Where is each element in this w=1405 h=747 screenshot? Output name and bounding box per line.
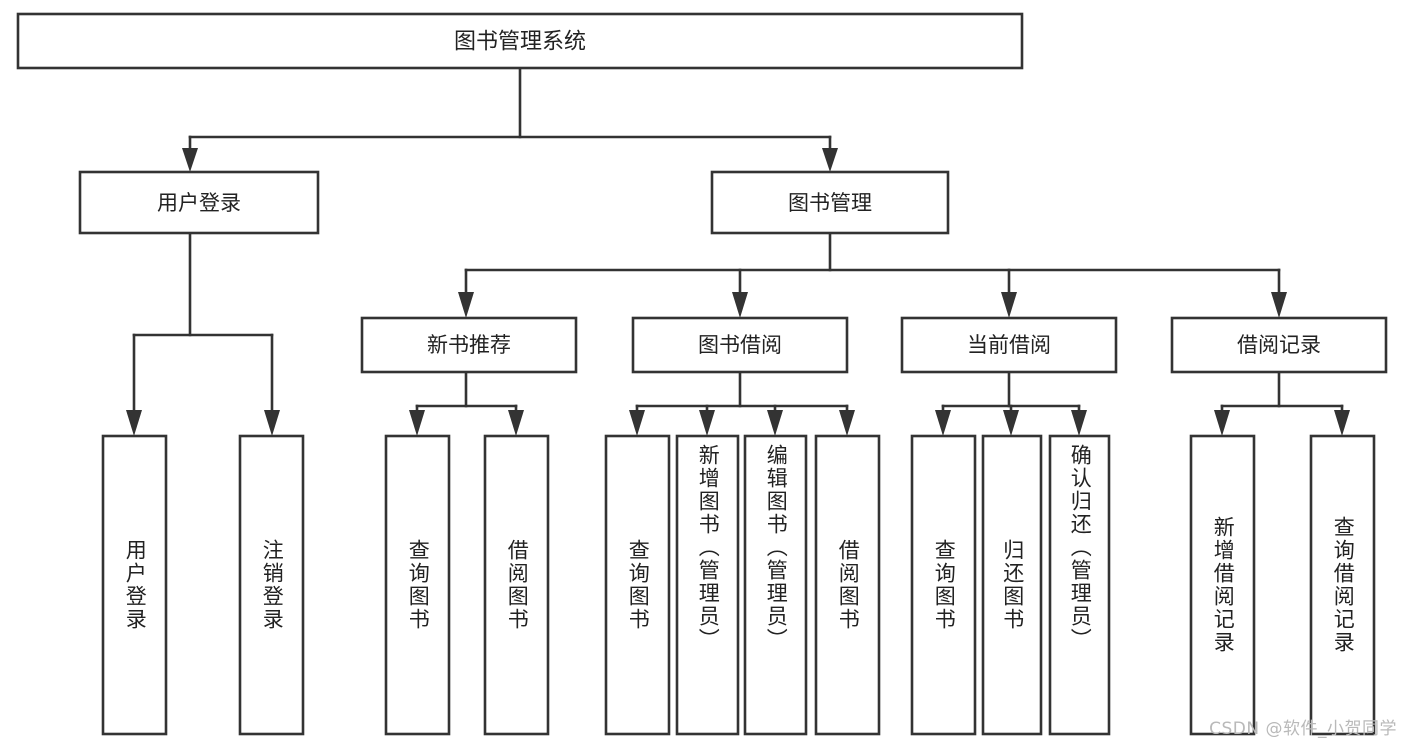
node-book-mgmt[interactable]: 图书管理 [710,170,950,235]
node-user-login-box[interactable] [78,170,320,235]
arrow-head-leaf-query-record [1334,410,1350,436]
node-user-login[interactable]: 用户登录 [78,170,320,235]
connector-group-current-borrow [935,370,1087,436]
node-book-mgmt-label: 图书管理 [788,191,872,215]
node-root-label: 图书管理系统 [454,30,586,55]
leaf-box-borrow-book-2[interactable] [814,434,881,736]
node-book-mgmt-box[interactable] [710,170,950,235]
leaf-box-add-book[interactable] [675,434,740,736]
node-root-box[interactable] [16,12,1024,70]
arrow-head-leaf-borrow-book-2 [839,410,855,436]
node-borrow-record-box[interactable] [1170,316,1388,374]
connector-group-root [182,66,838,172]
arrow-head-book-mgmt [822,148,838,172]
node-new-book-rec[interactable]: 新书推荐 [360,316,578,374]
connector-group-book-borrow [629,370,855,436]
leaf-box-query-record[interactable] [1309,434,1376,736]
leaf-box-user-login[interactable] [101,434,168,736]
node-user-login-label: 用户登录 [157,191,241,215]
arrow-head-user-login [182,148,198,172]
node-new-book-rec-label: 新书推荐 [427,333,511,357]
arrow-head-leaf-edit-book [767,410,783,436]
node-borrow-record[interactable]: 借阅记录 [1170,316,1388,374]
node-root[interactable]: 图书管理系统 [16,12,1024,70]
leaf-box-return-book[interactable] [981,434,1043,736]
connector-group-new-book-rec [409,370,524,436]
node-book-borrow[interactable]: 图书借阅 [631,316,849,374]
node-book-borrow-box[interactable] [631,316,849,374]
arrow-head-leaf-logout [264,410,280,436]
node-current-borrow-label: 当前借阅 [967,333,1051,357]
connector-group-book-mgmt [458,231,1287,318]
connector-group-user-login [126,231,280,436]
arrow-head-leaf-add-record [1214,410,1230,436]
node-borrow-record-label: 借阅记录 [1237,333,1321,357]
arrow-head-borrow-record [1271,292,1287,318]
arrow-head-book-borrow [732,292,748,318]
leaf-box-query-book-1[interactable] [384,434,451,736]
leaf-box-add-record[interactable] [1189,434,1256,736]
node-book-borrow-label: 图书借阅 [698,333,782,357]
arrow-head-leaf-query-book-1 [409,410,425,436]
leaf-box-logout[interactable] [238,434,305,736]
arrow-head-leaf-borrow-book-1 [508,410,524,436]
arrow-head-leaf-query-book-3 [935,410,951,436]
node-current-borrow[interactable]: 当前借阅 [900,316,1118,374]
arrow-head-leaf-query-book-2 [629,410,645,436]
leaf-box-edit-book[interactable] [743,434,808,736]
node-current-borrow-box[interactable] [900,316,1118,374]
arrow-head-leaf-return-book [1003,410,1019,436]
leaf-box-borrow-book-1[interactable] [483,434,550,736]
leaf-box-query-book-3[interactable] [910,434,977,736]
leaf-box-query-book-2[interactable] [604,434,671,736]
arrow-head-leaf-confirm-return [1071,410,1087,436]
leaf-box-confirm-return[interactable] [1048,434,1111,736]
connector-group-borrow-record [1214,370,1350,436]
node-new-book-rec-box[interactable] [360,316,578,374]
arrow-head-current-borrow [1001,292,1017,318]
arrow-head-leaf-add-book [699,410,715,436]
arrow-head-new-book-rec [458,292,474,318]
csdn-watermark: CSDN @软件_小贺同学 [1209,719,1397,739]
arrow-head-leaf-user-login [126,410,142,436]
